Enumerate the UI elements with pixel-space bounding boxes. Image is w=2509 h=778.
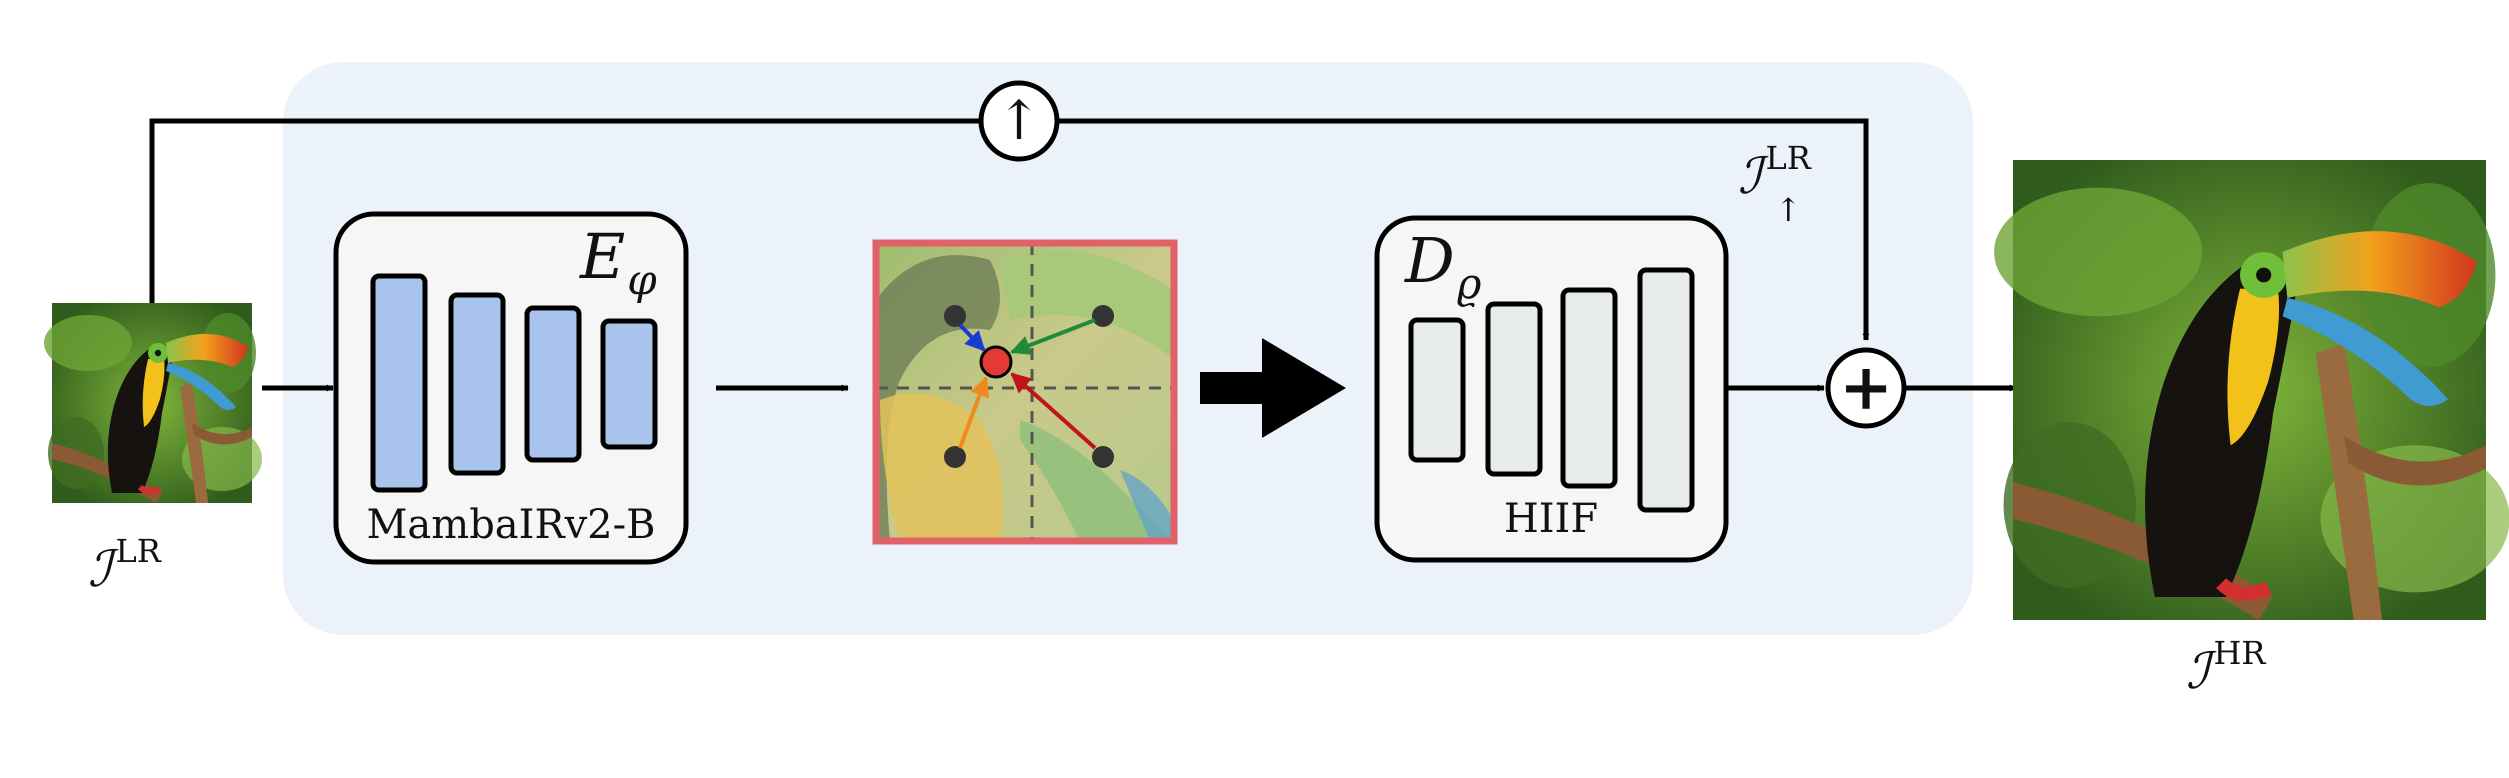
decoder-name: HIIF <box>1504 496 1598 542</box>
sample-point <box>944 446 966 468</box>
sample-point <box>944 305 966 327</box>
decoder-bar <box>1485 301 1543 477</box>
arrow-feature-to-decoder <box>1200 338 1346 438</box>
sample-point <box>1092 446 1114 468</box>
encoder-name: MambaIRv2-B <box>366 502 655 548</box>
sample-arrow-blue <box>958 323 986 352</box>
sample-arrow-orange <box>958 376 990 449</box>
query-point <box>979 345 1013 379</box>
sample-point <box>1092 305 1114 327</box>
decoder-bar <box>1637 267 1695 513</box>
encoder-bar <box>600 318 658 450</box>
input-image <box>44 303 262 503</box>
decoder-bar <box>1560 287 1618 489</box>
upsample-operator-node <box>978 80 1060 162</box>
upsample-operator-symbol: ↑ <box>996 89 1041 152</box>
feature-map <box>872 239 1178 545</box>
decoder-block: Dϱ HIIF <box>1374 215 1729 563</box>
encoder-bar <box>524 305 582 463</box>
sample-arrow-green <box>1010 318 1096 355</box>
encoder-symbol: Eφ <box>579 220 657 304</box>
sample-arrow-red <box>1010 372 1097 450</box>
decoder-symbol: Dϱ <box>1404 224 1482 308</box>
encoder-block: Eφ MambaIRv2-B <box>333 211 689 565</box>
decoder-bar <box>1408 317 1466 463</box>
upsampled-subscript: ↑ <box>1775 191 1802 229</box>
encoder-bar <box>370 273 428 493</box>
skip-connection-line-right <box>1058 118 1870 341</box>
output-image <box>1994 160 2509 620</box>
skip-connection-line <box>149 118 980 303</box>
encoder-bar <box>448 292 506 476</box>
add-operator-symbol: + <box>1839 350 1893 425</box>
